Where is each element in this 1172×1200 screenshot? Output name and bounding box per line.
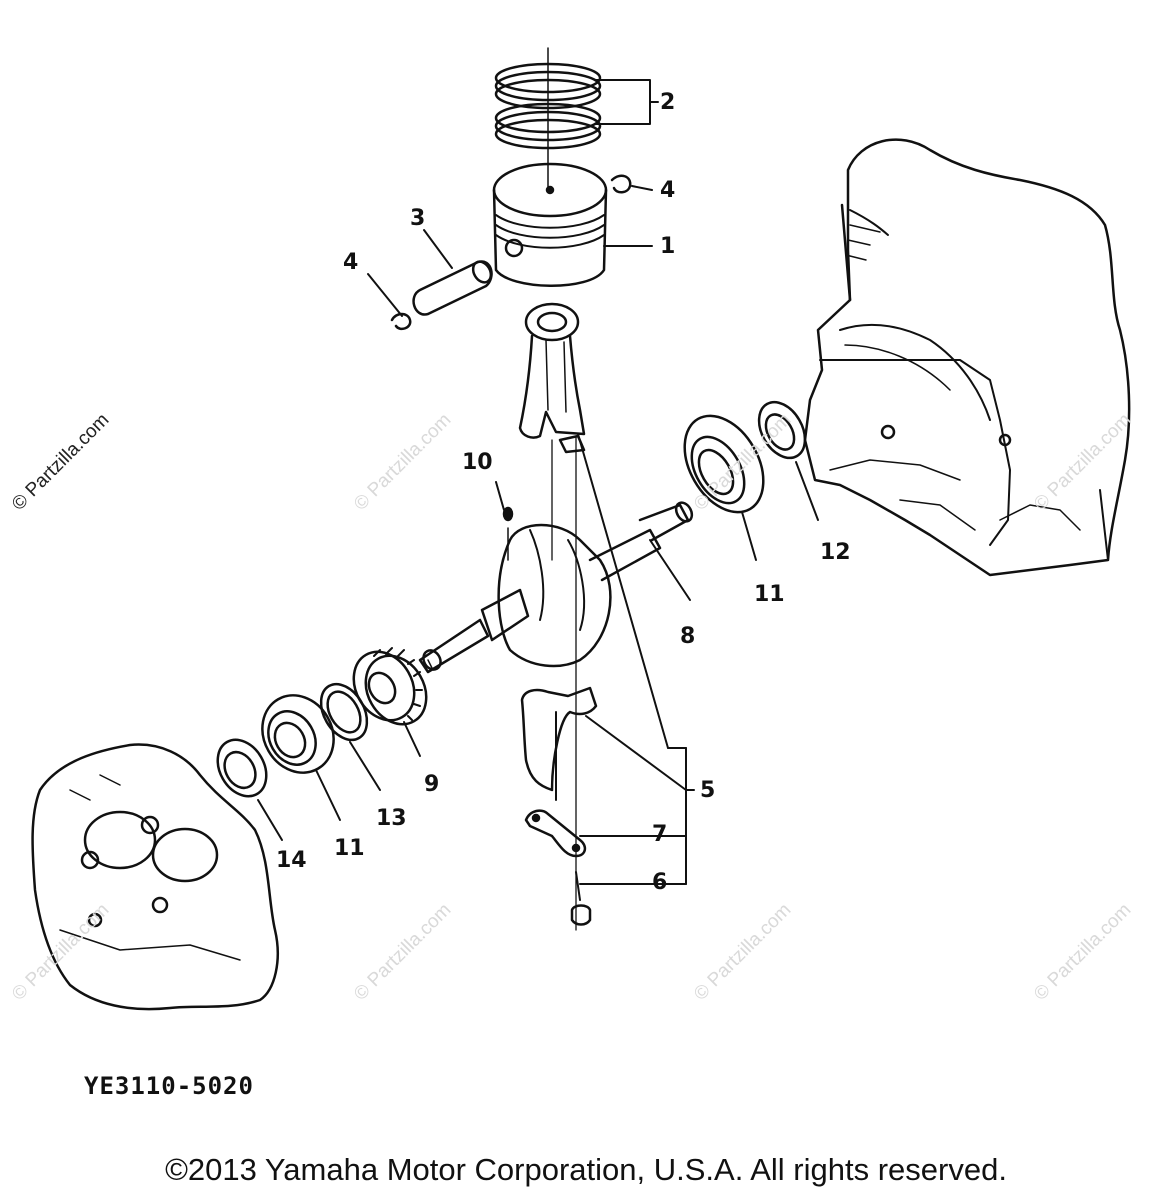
oil-seal-right-drawing <box>757 400 819 521</box>
woodruff-key-drawing <box>495 481 514 522</box>
callout-piston-rings: 2 <box>660 90 676 115</box>
callout-gear: 9 <box>424 772 440 797</box>
diagram-reference-code: YE3110-5020 <box>84 1072 254 1100</box>
bearing-right-drawing <box>683 414 765 561</box>
callout-plate-washer: 7 <box>652 822 668 847</box>
callout-piston: 1 <box>660 234 676 259</box>
piston-clips-drawing <box>367 174 653 331</box>
piston-drawing <box>492 162 653 287</box>
callout-connecting-rod: 5 <box>700 778 716 803</box>
callout-bracket-5-7-6 <box>577 433 695 885</box>
crankcase-right-outline <box>803 138 1131 577</box>
bolt-drawing <box>570 871 592 926</box>
plate-washer-drawing <box>524 809 587 858</box>
piston-pin-drawing <box>412 229 493 316</box>
callout-oil-seal-left: 14 <box>276 848 307 873</box>
bearing-left-drawing <box>261 694 341 821</box>
copyright-notice: ©2013 Yamaha Motor Corporation, U.S.A. A… <box>165 1152 1007 1187</box>
callout-crankshaft: 8 <box>680 624 696 649</box>
callout-bearing-left: 11 <box>334 836 365 861</box>
crankshaft-drawing <box>418 501 694 674</box>
callout-oil-seal-right: 12 <box>820 540 851 565</box>
piston-rings-drawing <box>494 47 659 191</box>
circlip-drawing <box>319 682 381 791</box>
callout-piston-pin: 3 <box>410 206 426 231</box>
callout-key: 10 <box>462 450 493 475</box>
callout-bolt: 6 <box>652 870 668 895</box>
callout-piston-clip-right: 4 <box>660 178 676 203</box>
crankcase-left-outline <box>31 743 279 1011</box>
callout-circlip: 13 <box>376 806 407 831</box>
callout-piston-clip-left: 4 <box>343 250 359 275</box>
callout-bearing-right: 11 <box>754 582 785 607</box>
oil-seal-left-drawing <box>216 738 283 841</box>
